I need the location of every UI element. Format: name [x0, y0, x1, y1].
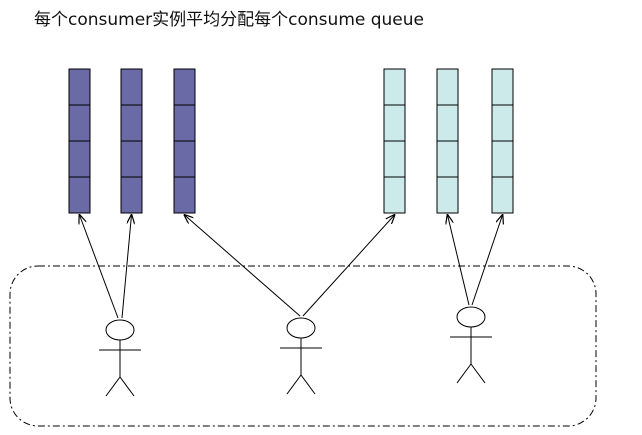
queue-6	[491, 68, 514, 214]
consumers-layer	[99, 306, 492, 397]
queue-cell	[68, 140, 91, 178]
assignment-arrow	[80, 215, 119, 319]
queue-2	[120, 68, 143, 214]
consumer-2-icon	[280, 317, 322, 395]
queue-1	[68, 68, 91, 214]
consumer-left-leg	[286, 374, 302, 395]
queue-cell	[383, 176, 406, 214]
queue-cell	[491, 140, 514, 178]
queue-cell	[120, 140, 143, 178]
queue-cell	[383, 140, 406, 178]
queue-cell	[68, 68, 91, 106]
queue-cell	[173, 104, 196, 142]
queue-cell	[383, 68, 406, 106]
queue-cell	[436, 104, 459, 142]
queue-cell	[173, 176, 196, 214]
queue-3	[173, 68, 196, 214]
consumer-head	[286, 317, 316, 339]
assignment-arrow	[185, 215, 301, 317]
assignment-arrow	[471, 215, 503, 306]
queue-cell	[491, 68, 514, 106]
consumer-right-leg	[470, 363, 486, 384]
consumer-right-leg	[119, 376, 135, 397]
consumer-group-border	[9, 265, 597, 427]
queue-cell	[436, 68, 459, 106]
queue-cell	[436, 176, 459, 214]
queue-cell	[491, 104, 514, 142]
queue-4	[383, 68, 406, 214]
queue-cell	[68, 176, 91, 214]
consumer-head	[456, 306, 486, 328]
queue-cell	[383, 104, 406, 142]
queue-cell	[436, 140, 459, 178]
queue-5	[436, 68, 459, 214]
assignment-arrow	[448, 215, 470, 306]
queue-cell	[120, 176, 143, 214]
queue-cell	[120, 104, 143, 142]
queue-cell	[173, 68, 196, 106]
consumer-left-leg	[456, 363, 472, 384]
queue-cell	[120, 68, 143, 106]
assignment-arrow	[302, 215, 395, 317]
consumer-head	[105, 319, 135, 341]
queue-cell	[68, 104, 91, 142]
queues-layer	[68, 68, 514, 214]
queue-cell	[491, 176, 514, 214]
arrows-layer	[80, 215, 503, 319]
queue-cell	[173, 140, 196, 178]
consumer-right-leg	[300, 374, 316, 395]
assignment-arrow	[121, 215, 132, 319]
diagram-caption: 每个consumer实例平均分配每个consume queue	[34, 10, 424, 30]
consumer-1-icon	[99, 319, 141, 397]
consumer-3-icon	[450, 306, 492, 384]
consumer-left-leg	[105, 376, 121, 397]
